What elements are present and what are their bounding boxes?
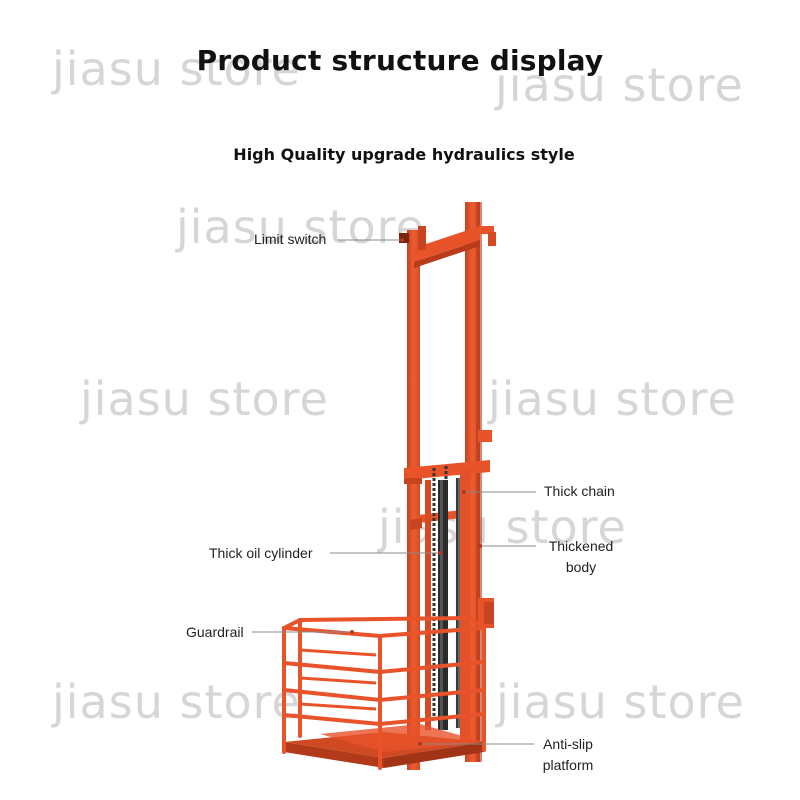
watermark: jiasu store: [80, 372, 329, 426]
thick-chain-label: Thick chain: [544, 483, 615, 499]
watermark: jiasu store: [176, 200, 425, 254]
carriage-top: [404, 460, 490, 480]
limit-switch-label: Limit switch: [254, 231, 327, 247]
top-bracket: [478, 226, 494, 234]
watermark: jiasu store: [495, 58, 744, 112]
page-title: Product structure display: [196, 44, 604, 77]
watermark: jiasu store: [52, 42, 301, 96]
watermark: jiasu store: [52, 675, 301, 729]
thick-oil-cylinder-label: Thick oil cylinder: [209, 545, 313, 561]
limit-switch-block: [399, 233, 409, 243]
thickened-body-line2: body: [565, 559, 597, 575]
thickened-body-label: Thickened body: [540, 536, 622, 578]
anti-slip-line2: platform: [542, 757, 594, 773]
watermark: jiasu store: [496, 675, 745, 729]
anti-slip-line1: Anti-slip: [543, 736, 593, 752]
watermark: jiasu store: [488, 372, 737, 426]
thickened-body-line1: Thickened: [548, 538, 614, 554]
anti-slip-platform-label: Anti-slip platform: [534, 734, 602, 776]
left-post: [407, 230, 420, 770]
guardrail-label: Guardrail: [186, 624, 244, 640]
page-subtitle: High Quality upgrade hydraulics style: [233, 145, 575, 164]
top-crossbar: [414, 226, 480, 262]
